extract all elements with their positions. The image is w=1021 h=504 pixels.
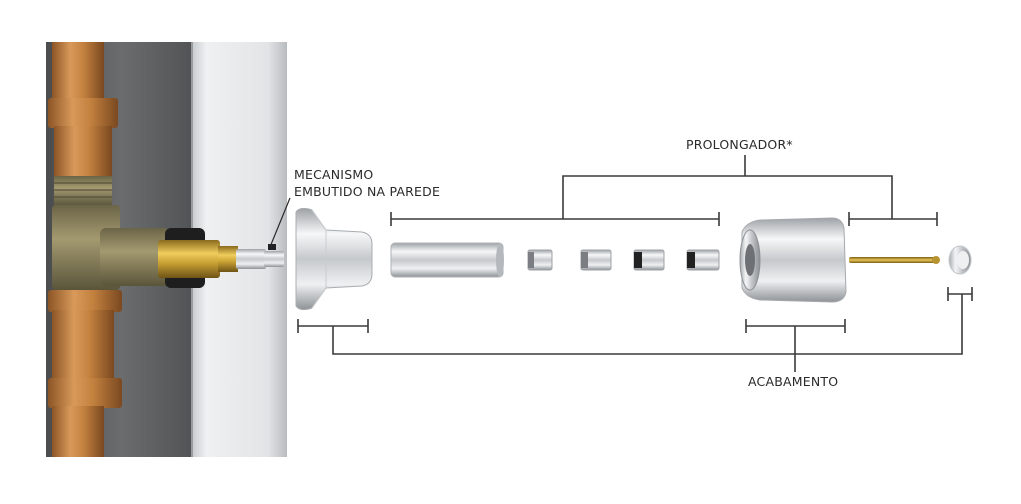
embedded-mechanism [158,228,284,288]
brass-rod-tip [932,256,940,264]
label-extender: PROLONGADOR* [686,137,793,152]
adapter-piece-3 [633,249,665,271]
wall-flange [295,207,373,311]
adapter-piece-1 [527,249,553,271]
pipe-upper [48,42,118,206]
extension-tube-end [496,243,504,277]
adapter-piece-4 [686,249,720,271]
pipe-lower [48,290,122,457]
adapter-piece-2 [580,249,612,271]
button-cap [948,245,972,275]
extension-tube [390,242,504,278]
mechanism-leader [269,197,291,248]
brass-rod [849,257,935,263]
label-mechanism: MECANISMO EMBUTIDO NA PAREDE [294,166,440,200]
tee-fitting [52,205,170,290]
extender-brackets [390,155,938,226]
label-mechanism-line1: MECANISMO [294,167,374,182]
label-mechanism-line2: EMBUTIDO NA PAREDE [294,184,441,199]
finish-brackets [297,287,973,372]
finish-handle [739,217,847,303]
label-finish: ACABAMENTO [748,374,839,389]
